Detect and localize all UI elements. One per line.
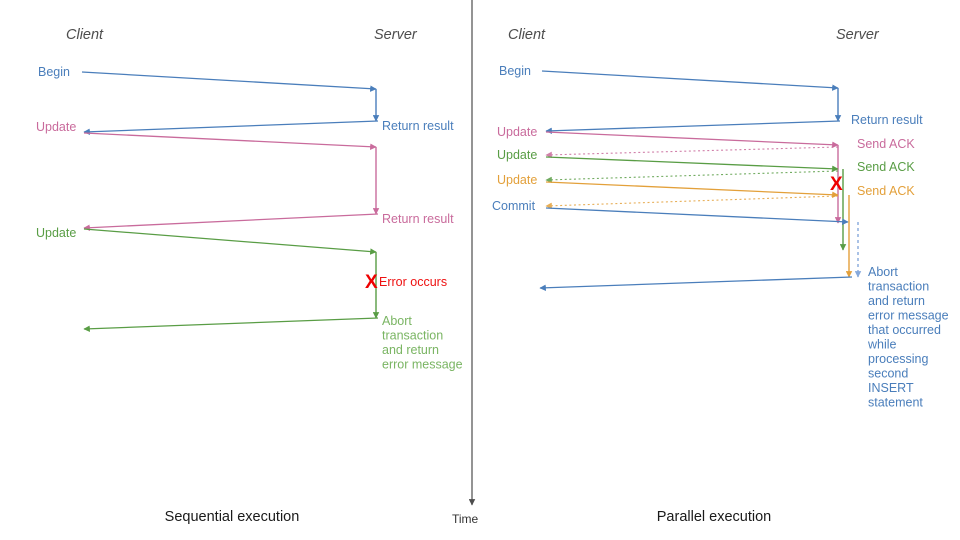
actor-label-client: Client bbox=[508, 27, 546, 43]
note-line: Abort bbox=[868, 265, 898, 279]
note-line: while bbox=[867, 338, 897, 352]
message-label-begin-request: Begin bbox=[38, 65, 70, 79]
message-label-update-3-request: Update bbox=[497, 173, 537, 187]
message-arrow-update-1-send-ack[interactable] bbox=[545, 146, 839, 159]
note-line: and return bbox=[382, 343, 439, 357]
message-label-begin-return-result: Return result bbox=[382, 119, 454, 133]
message-arrow-commit-request[interactable] bbox=[545, 207, 849, 225]
error-x-marker: X bbox=[365, 272, 378, 293]
message-arrow-update-3-send-ack[interactable] bbox=[545, 195, 839, 210]
panel-caption-sequential: Sequential execution bbox=[165, 509, 300, 525]
message-arrow-update-3-request[interactable] bbox=[545, 181, 839, 198]
actor-label-client: Client bbox=[66, 27, 104, 43]
actor-label-server: Server bbox=[836, 27, 880, 43]
note-line: Abort bbox=[382, 314, 412, 328]
message-arrow-begin-request[interactable] bbox=[81, 71, 377, 92]
message-label-commit-request: Commit bbox=[492, 199, 536, 213]
message-arrow-update-2-request[interactable] bbox=[545, 156, 839, 173]
message-label-update-2-request: Update bbox=[36, 226, 76, 240]
message-label-update-1-request: Update bbox=[497, 125, 537, 139]
message-arrow-update-2-send-ack[interactable] bbox=[545, 170, 839, 184]
note-line: processing bbox=[868, 352, 928, 366]
message-label-update-1-request: Update bbox=[36, 120, 76, 134]
note-line: error message bbox=[868, 309, 949, 323]
message-label-update-1-return-result: Return result bbox=[382, 212, 454, 226]
note-line: and return bbox=[868, 294, 925, 308]
note-line: that occurred bbox=[868, 323, 941, 337]
time-axis-group: Time bbox=[452, 0, 479, 526]
time-axis-label: Time bbox=[452, 512, 479, 526]
message-label-update-2-request: Update bbox=[497, 148, 537, 162]
note-line: error message bbox=[382, 358, 463, 372]
note-line: statement bbox=[868, 396, 923, 410]
message-label-begin-return-result: Return result bbox=[851, 113, 923, 127]
message-arrow-abort-return[interactable] bbox=[83, 317, 379, 333]
note-line: second bbox=[868, 367, 908, 381]
message-arrow-update-1-request[interactable] bbox=[545, 131, 839, 148]
note-line: INSERT bbox=[868, 381, 914, 395]
note-line: transaction bbox=[382, 329, 443, 343]
note-line: Error occurs bbox=[379, 275, 447, 289]
message-label-update-3-send-ack: Send ACK bbox=[857, 184, 915, 198]
actor-label-server: Server bbox=[374, 27, 418, 43]
error-x-marker: X bbox=[830, 174, 843, 195]
message-label-begin-request: Begin bbox=[499, 64, 531, 78]
message-arrow-begin-return-result[interactable] bbox=[83, 120, 379, 136]
message-label-update-2-send-ack: Send ACK bbox=[857, 160, 915, 174]
message-arrow-begin-return-result[interactable] bbox=[545, 120, 841, 135]
message-label-update-1-send-ack: Send ACK bbox=[857, 137, 915, 151]
message-arrow-abort-return[interactable] bbox=[539, 276, 853, 292]
message-arrow-begin-request[interactable] bbox=[541, 70, 839, 91]
message-arrow-update-1-request[interactable] bbox=[83, 132, 377, 150]
error-occurs-note: Error occurs bbox=[379, 275, 447, 289]
message-arrow-update-2-request[interactable] bbox=[83, 228, 377, 255]
message-arrow-update-1-return-result[interactable] bbox=[83, 213, 379, 231]
panel-caption-parallel: Parallel execution bbox=[657, 509, 771, 525]
note-line: transaction bbox=[868, 280, 929, 294]
